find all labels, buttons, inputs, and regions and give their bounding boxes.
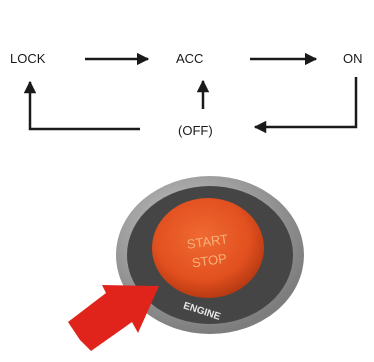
button-face <box>152 198 264 298</box>
button-start-text: START <box>186 231 229 252</box>
arrow-off-to-lock <box>23 80 140 131</box>
press-arrow-icon <box>68 285 159 351</box>
state-on-label: ON <box>343 51 363 66</box>
state-acc-label: ACC <box>176 51 203 66</box>
engine-start-stop-button[interactable]: START STOP ENGINE <box>116 176 304 334</box>
state-off-label: (OFF) <box>178 123 213 138</box>
button-stop-text: STOP <box>191 251 228 271</box>
arrow-on-to-off <box>253 77 358 134</box>
state-lock-label: LOCK <box>10 51 46 66</box>
